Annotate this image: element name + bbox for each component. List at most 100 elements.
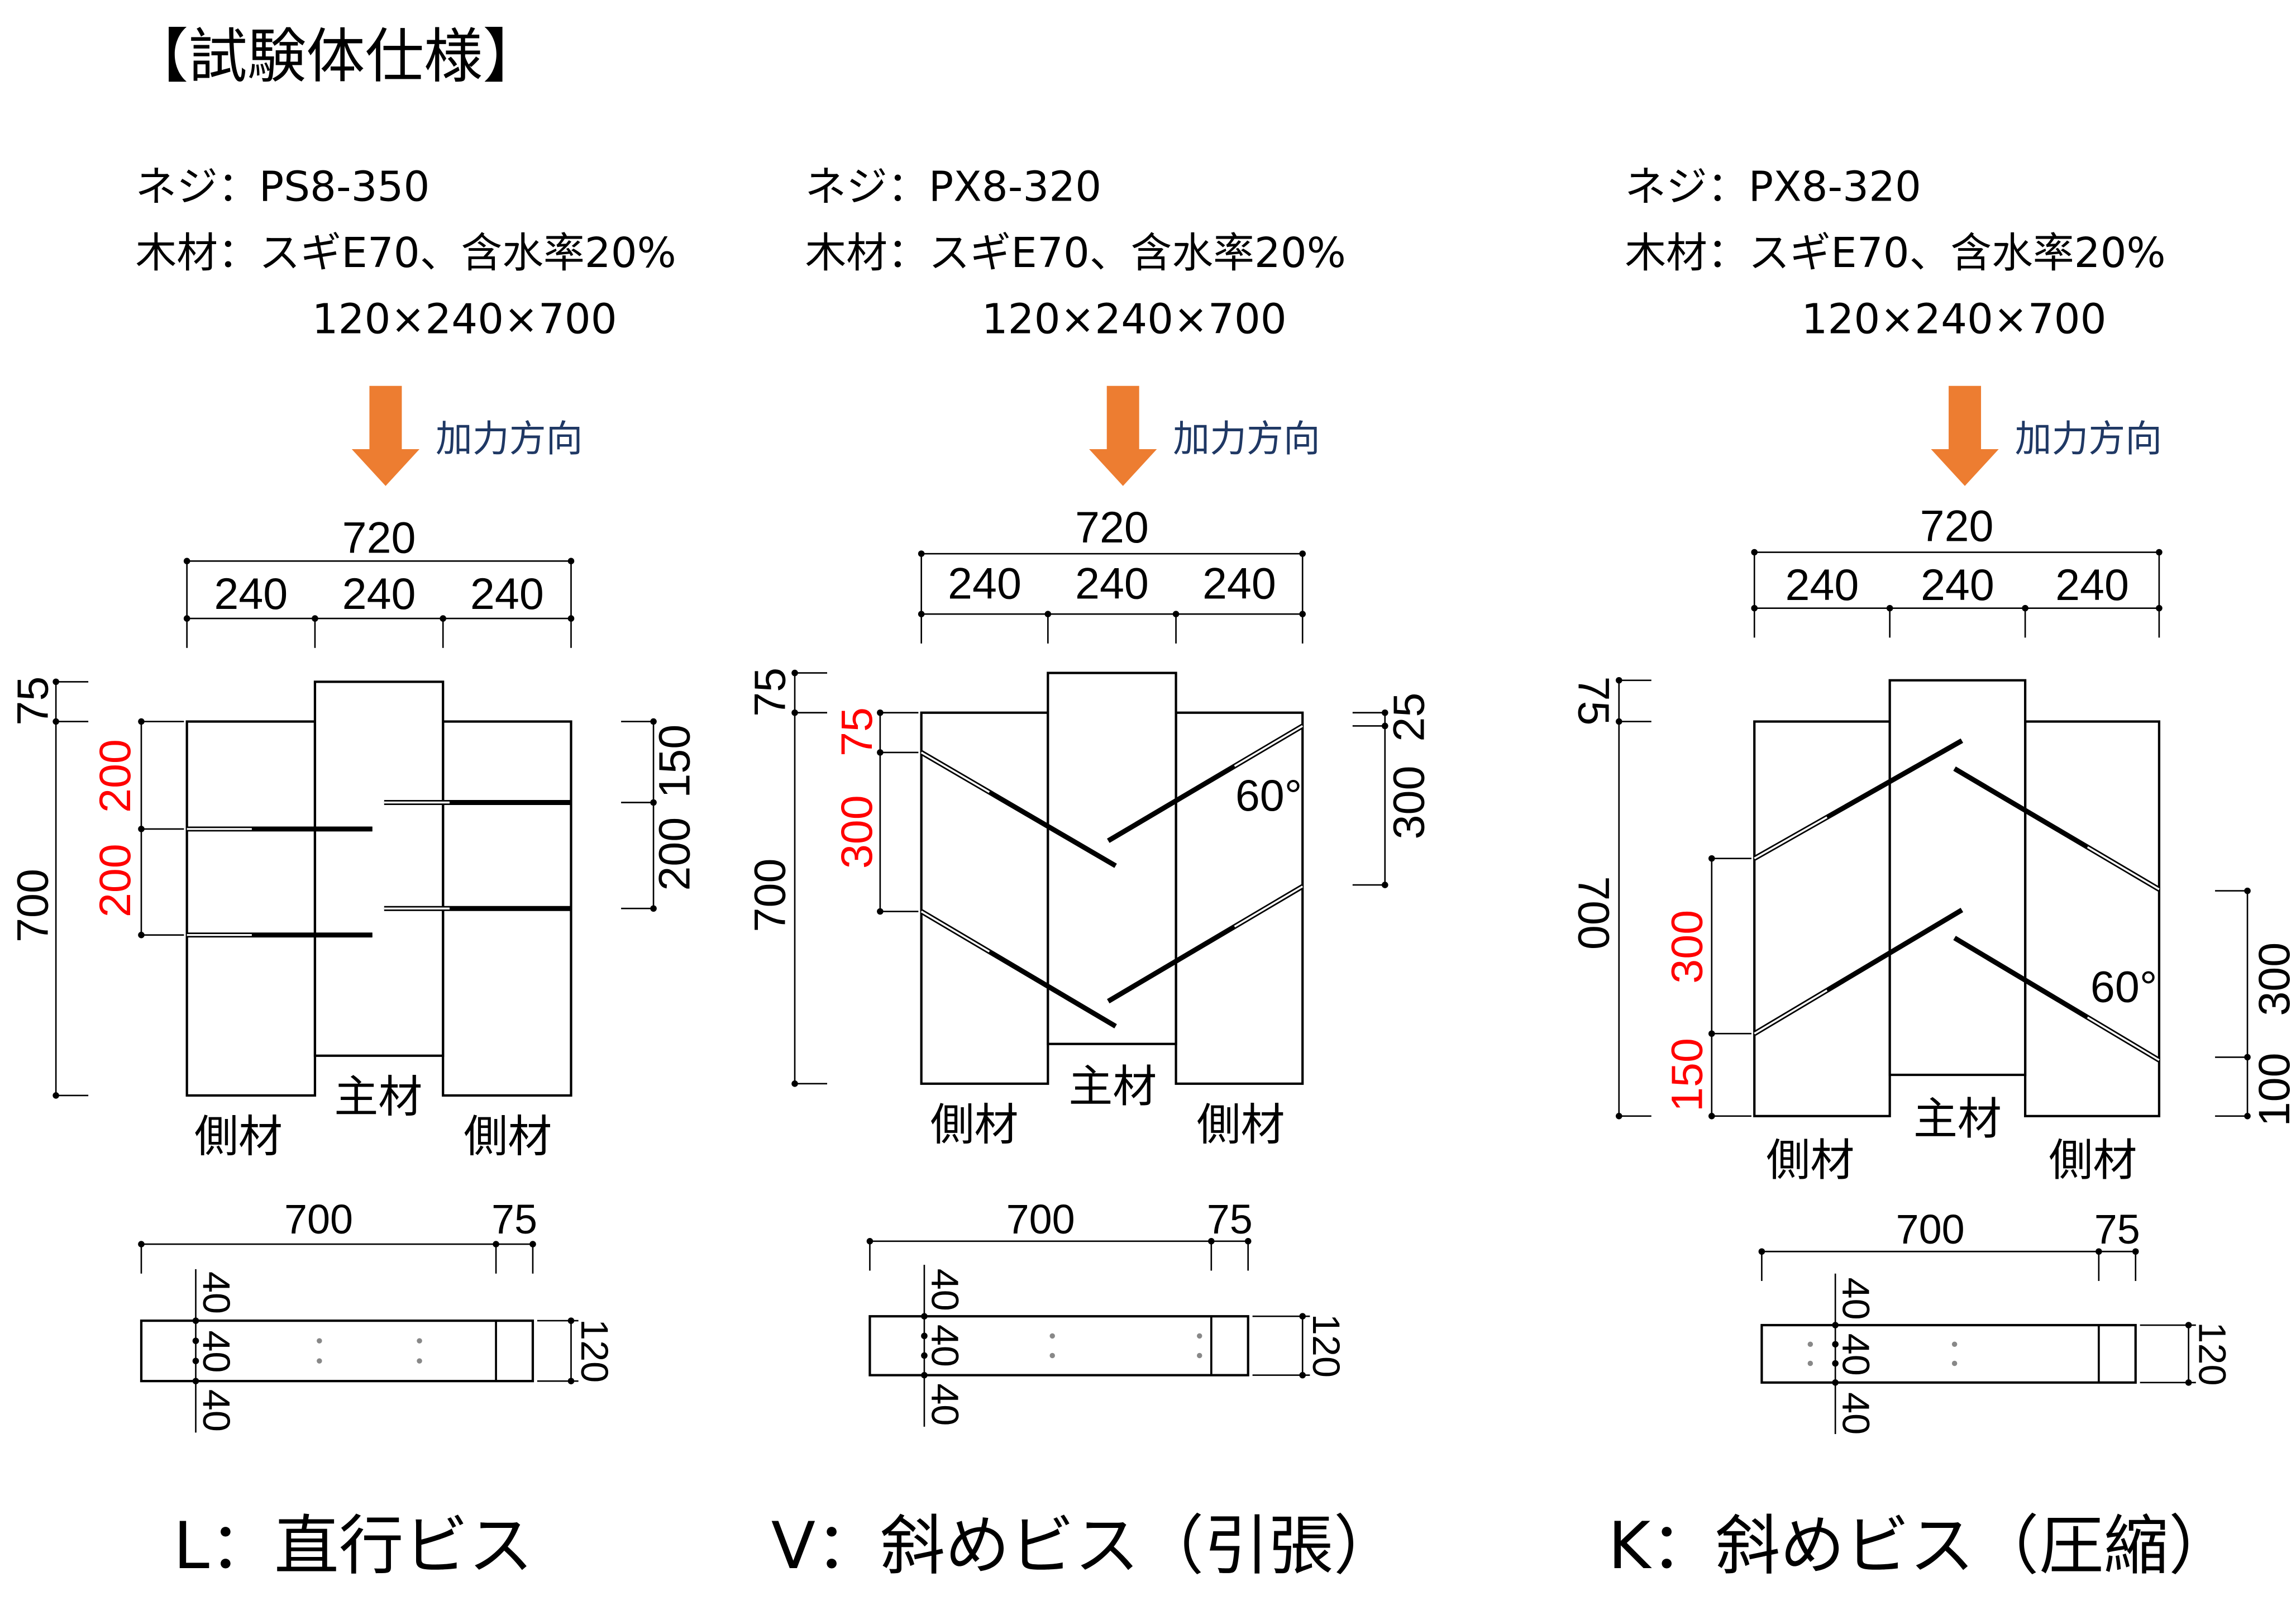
screw-hole-mark [1807,1360,1813,1366]
side-member-label: 側材 [2049,1135,2137,1186]
dimension-tick-dot [1172,611,1180,617]
side-member-left [1753,720,1891,1117]
main-member-label: 主材 [334,1071,422,1123]
load-direction-arrow-icon [351,385,420,486]
main-member-label: 主材 [1068,1061,1157,1112]
specimen-caption: K：斜めビス（圧縮） [1608,1508,2233,1584]
specimen-size: 120×240×700 [312,296,617,344]
dim-member-width: 240 [470,569,544,618]
dimension-tick-dot [2022,604,2028,612]
main-member [1047,671,1177,1045]
dim-total-width: 720 [1075,502,1149,552]
dimension-tick-dot [1832,1379,1839,1386]
specimen-caption: L：直行ビス [173,1508,533,1584]
dim-member-width: 240 [1202,558,1276,608]
main-member [313,680,445,1057]
dimension-tick-dot [192,1378,199,1384]
screw-spec: ネジ：PS8-350 [135,163,429,211]
dimension-tick-dot [192,1337,199,1344]
dimension-tick-dot [921,1371,928,1379]
dimension-tick-dot [567,558,575,565]
dim-edge-distance: 40 [195,1389,238,1432]
specimen-size: 120×240×700 [982,296,1287,344]
dimension-tick-dot [1044,611,1052,617]
screw-hole-mark [1196,1333,1202,1339]
dim-edge-distance: 40 [195,1271,238,1314]
dim-length: 700 [284,1196,353,1242]
screw-hole-mark [417,1338,422,1344]
dim-end: 75 [2094,1206,2140,1252]
screw-angle-label: 60° [2090,961,2157,1011]
dimension-tick-dot [192,1358,199,1364]
dim-width: 120 [1305,1314,1348,1378]
screw-hole-mark [317,1338,322,1344]
dim-height: 700 [7,869,57,942]
screw-angle-label: 60° [1235,770,1302,820]
dim-screw-position: 200 [649,817,699,891]
wood-spec: 木材：スギE70、含水率20% [1625,230,2165,277]
dim-width: 120 [2190,1322,2233,1385]
dimension-tick-dot [2156,549,2163,556]
dim-screw-spacing: 200 [90,739,140,813]
dimension-tick-dot [921,1352,928,1359]
dimension-tick-dot [312,615,318,622]
dim-screw-position: 300 [1383,766,1433,840]
dim-member-width: 240 [1921,560,1994,609]
screw [920,750,1117,868]
dimension-tick-dot [183,558,190,565]
screw [1107,884,1304,1004]
screw [920,909,1117,1028]
screw-hole-mark [1049,1333,1055,1339]
dim-height: 75 [745,668,795,717]
load-direction-label: 加力方向 [436,417,583,460]
dim-screw-position: 300 [2249,942,2296,1016]
dimension-tick-dot [1381,722,1388,730]
dim-total-width: 720 [342,513,416,563]
dim-screw-position: 100 [2249,1052,2296,1126]
dim-edge-distance: 40 [923,1269,966,1311]
specimen-panel-K: ネジ：PX8-320木材：スギE70、含水率20%120×240×700加力方向… [1569,163,2296,1583]
screw [1753,908,1964,1036]
side-member-label: 側材 [464,1111,552,1163]
dim-screw-spacing: 75 [832,707,881,756]
side-member-left [920,711,1049,1085]
dimension-tick-dot [1299,550,1306,557]
dim-screw-spacing: 200 [90,844,140,917]
screw [1753,738,1964,861]
dim-screw-spacing: 300 [1662,910,1712,984]
dim-member-width: 240 [1075,558,1149,608]
dim-edge-distance: 40 [1835,1277,1878,1320]
screw-hole-mark [1196,1352,1202,1359]
dimension-tick-dot [567,615,575,622]
dim-screw-position: 150 [649,725,699,798]
dim-edge-distance: 40 [195,1330,238,1373]
dimension-tick-dot [1299,1371,1306,1379]
dim-screw-position: 25 [1383,693,1433,742]
plan-view-member [1760,1323,2137,1384]
wood-spec: 木材：スギE70、含水率20% [135,230,676,277]
dim-height: 700 [1569,876,1619,950]
specimen-panel-L: ネジ：PS8-350 木材：スギE70、含水率20% 120×240×700 加力方向… [7,163,699,1583]
dim-height: 700 [745,859,795,932]
screw-hole-mark [317,1358,322,1364]
dim-height: 75 [7,677,57,726]
dim-end: 75 [491,1196,537,1242]
dimension-tick-dot [440,615,447,622]
dim-member-width: 240 [948,558,1021,608]
specimen-size: 120×240×700 [1802,296,2107,344]
dimension-tick-dot [921,1313,928,1320]
load-direction-arrow-icon [1931,385,1999,486]
dim-height: 75 [1569,677,1619,726]
plan-view-member [140,1320,534,1383]
dimension-tick-dot [567,1378,575,1384]
side-member-label: 側材 [1196,1099,1285,1151]
dim-width: 120 [573,1319,616,1383]
specimen-panel-V: ネジ：PX8-320木材：スギE70、含水率20%120×240×700加力方向… [745,163,1434,1583]
side-member-right [2024,720,2161,1117]
specimen-caption: V：斜めビス（引張） [771,1508,1398,1584]
dim-screw-spacing: 150 [1662,1038,1712,1112]
dimension-tick-dot [921,1332,928,1340]
dim-screw-spacing: 300 [832,795,881,869]
side-member-label: 側材 [1766,1135,1854,1186]
